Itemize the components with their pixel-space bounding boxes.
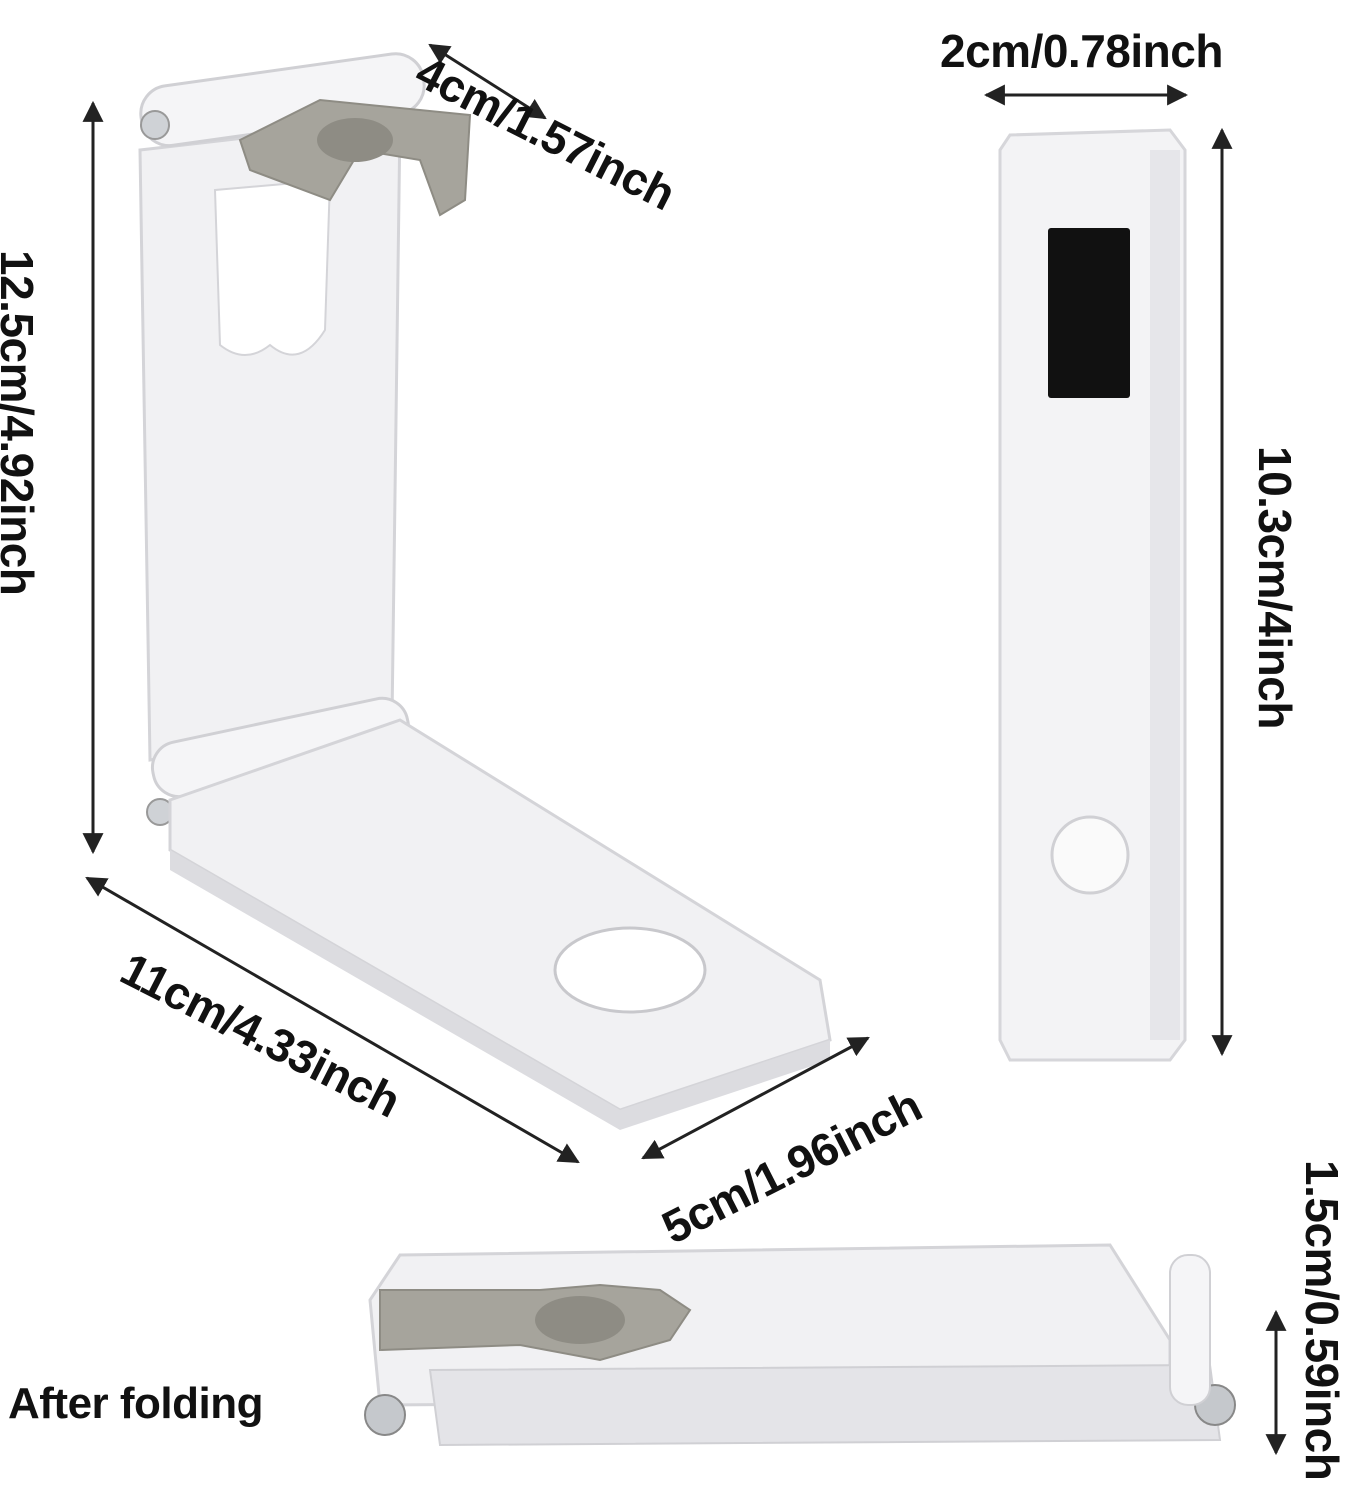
flashlight-screen (1048, 228, 1130, 398)
label-folded-thickness: 1.5cm/0.59inch (1296, 1160, 1348, 1481)
folded-right-hinge (1169, 1254, 1211, 1406)
label-light-length: 10.3cm/4inch (1249, 446, 1301, 729)
arrow-length (85, 876, 580, 1164)
flashlight-body (998, 128, 1187, 1062)
flashlight-facet (1150, 150, 1180, 1040)
arrow-width (641, 1036, 870, 1160)
stand-top-screw (140, 110, 170, 140)
stand-slot (213, 178, 332, 356)
flashlight-button[interactable] (1050, 815, 1130, 895)
folded-bottom-edge (428, 1363, 1222, 1447)
arrow-top-depth (428, 43, 547, 120)
folded-left-nut (364, 1394, 406, 1436)
stand-clip-ring (317, 118, 393, 162)
folded-clip-ring (535, 1296, 625, 1344)
label-light-width: 2cm/0.78inch (940, 25, 1223, 77)
label-height: 12.5cm/4.92inch (0, 250, 43, 596)
folded-stand (364, 1243, 1236, 1447)
caption-after-folding: After folding (8, 1379, 264, 1428)
flashlight (998, 128, 1187, 1062)
stand-base-hole (553, 926, 707, 1014)
